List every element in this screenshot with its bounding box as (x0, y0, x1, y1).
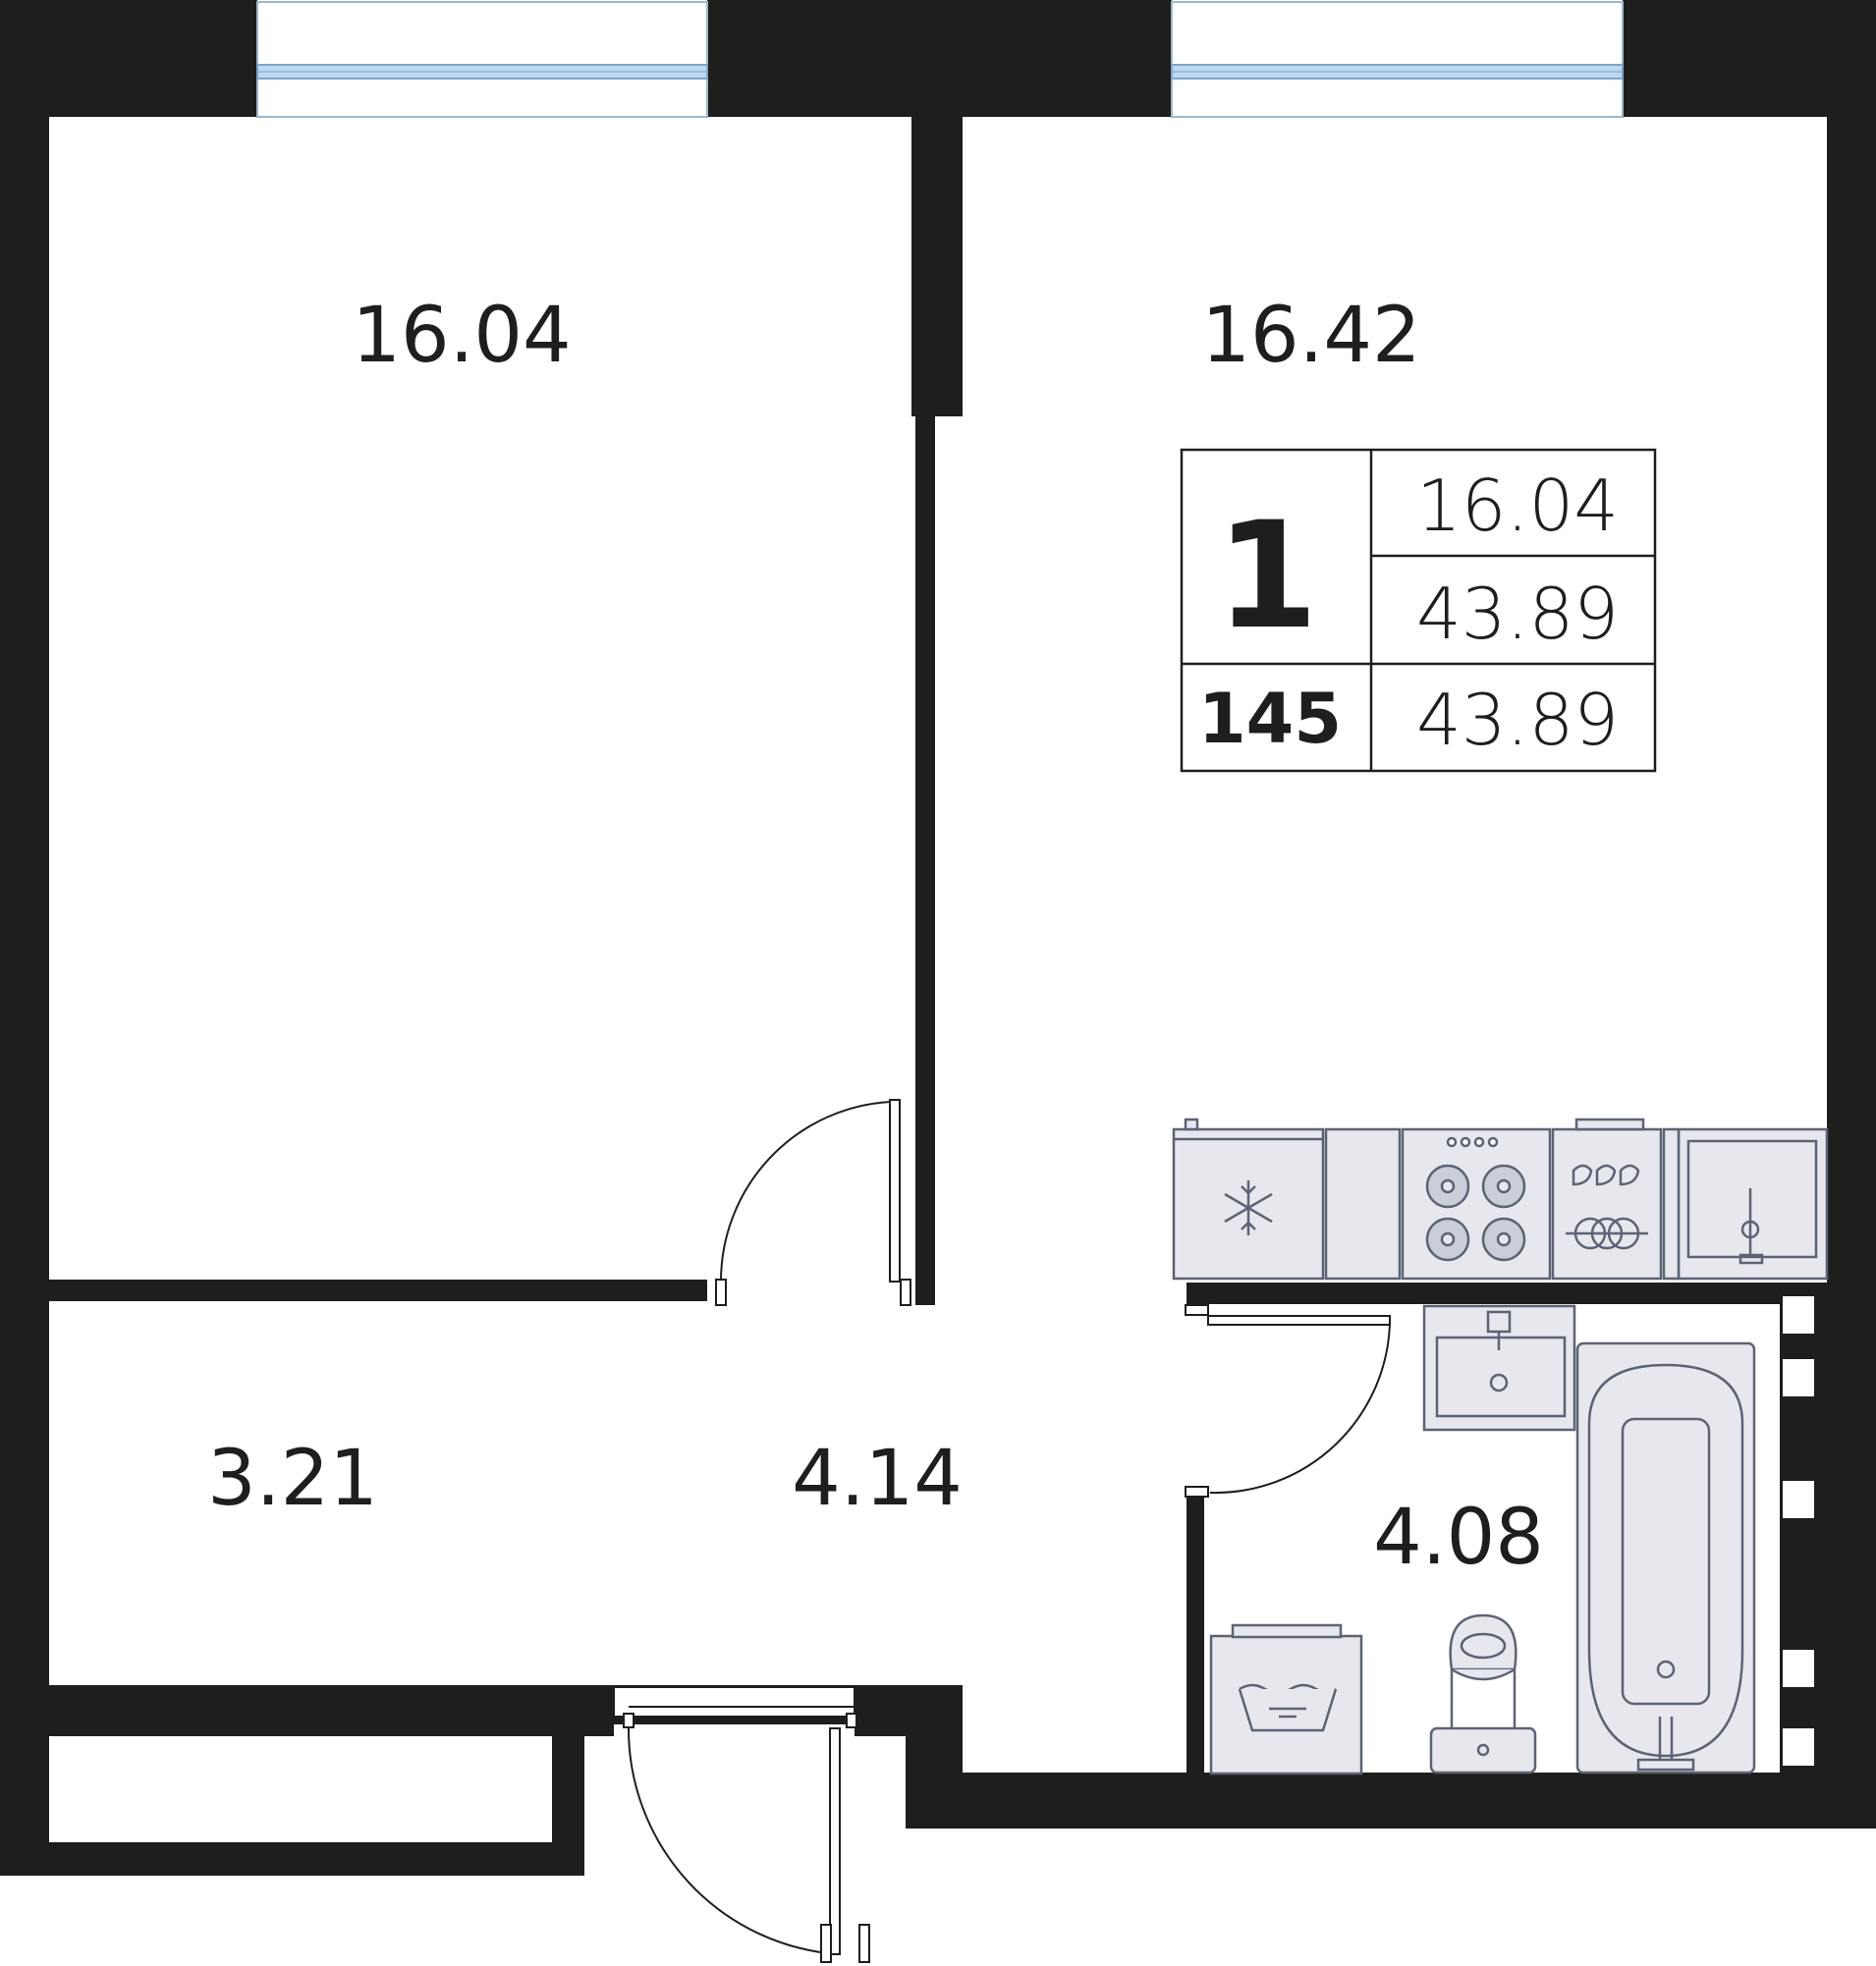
stove-icon (1401, 1127, 1552, 1281)
hallway-area: 4.14 (792, 1435, 963, 1523)
apartment-number: 145 (1198, 679, 1342, 759)
bathroom-area: 4.08 (1373, 1494, 1544, 1582)
room-labels: 16.04 16.42 3.21 4.14 4.08 (207, 292, 1544, 1582)
total-area-value: 43.89 (1416, 573, 1619, 655)
walls (0, 0, 1876, 1876)
room-1-area: 16.04 (352, 292, 571, 380)
toilet-icon (1429, 1613, 1537, 1775)
ventilation-slots (1783, 1296, 1814, 1766)
window-left (256, 1, 708, 118)
living-area-value: 16.04 (1416, 464, 1619, 547)
bathtub-icon (1575, 1341, 1756, 1775)
door-room1 (715, 1099, 911, 1306)
washing-machine-icon (1209, 1623, 1363, 1775)
dishwasher-symbols (1566, 1164, 1648, 1250)
window-right (1171, 1, 1624, 118)
faucet-icon (1738, 1188, 1764, 1265)
room-2-area: 16.42 (1201, 292, 1420, 380)
kitchen-counter (1172, 1118, 1829, 1281)
dishwasher-icon (1551, 1127, 1663, 1281)
info-box: 1 16.04 43.89 145 43.89 (1180, 448, 1657, 773)
bathroom-sink-icon (1422, 1304, 1576, 1432)
door-bathroom (1185, 1304, 1391, 1498)
total-area-with-balcony-value: 43.89 (1416, 679, 1619, 761)
wardrobe-area: 3.21 (207, 1435, 378, 1523)
door-entrance (613, 1686, 870, 1963)
snowflake-icon (1224, 1180, 1273, 1235)
stove-burners (1425, 1136, 1526, 1262)
rooms-count: 1 (1216, 491, 1318, 662)
